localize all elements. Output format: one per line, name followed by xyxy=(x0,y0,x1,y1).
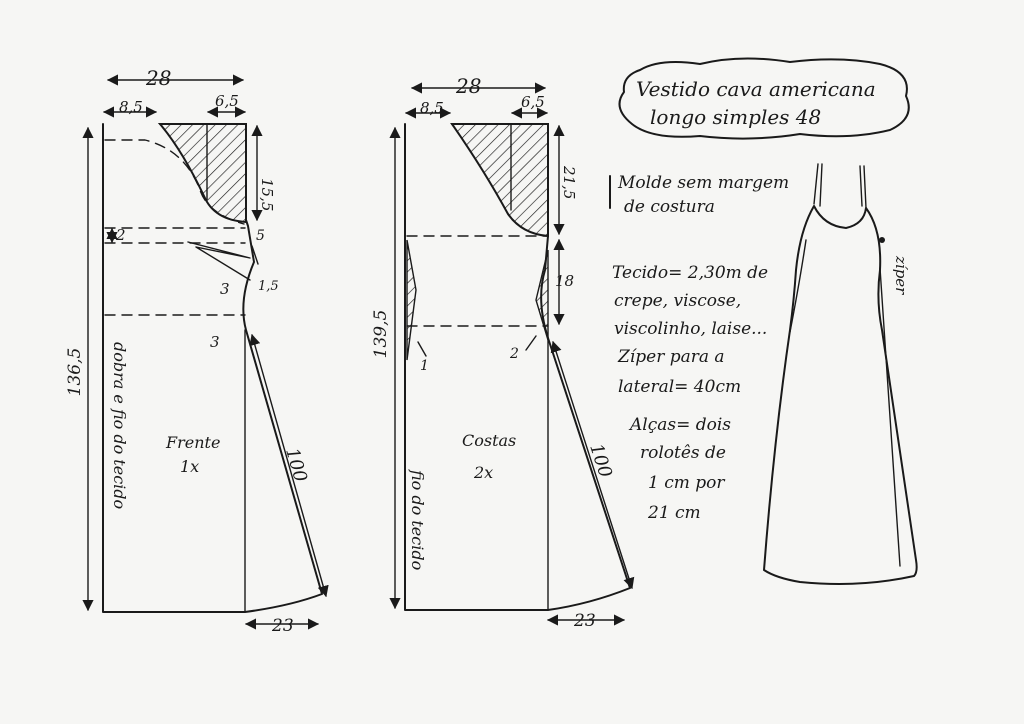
title-block: Vestido cava americana longo simples 48 xyxy=(618,57,910,140)
materials-line: crepe, viscose, xyxy=(614,291,741,311)
zipper-label: zíper xyxy=(892,255,910,295)
dress-straps xyxy=(813,163,867,209)
front-armhole-hatch xyxy=(157,123,247,224)
materials-list: Tecido= 2,30m de crepe, viscose, viscoli… xyxy=(612,263,768,523)
front-name-label: Frente xyxy=(165,433,220,452)
back-count-label: 2x xyxy=(473,463,493,482)
back-grain-note: fio do tecido xyxy=(408,469,427,570)
front-count-label: 1x xyxy=(180,457,199,476)
back-dart-right-label: 2 xyxy=(509,346,519,362)
back-side-arrow xyxy=(550,340,635,590)
back-side-length-label: 100 xyxy=(585,441,616,480)
materials-line: Tecido= 2,30m de xyxy=(612,263,768,283)
back-right-dart xyxy=(535,249,549,341)
front-neck-label: 8,5 xyxy=(119,98,143,116)
back-neck-label: 8,5 xyxy=(420,99,444,117)
back-dart-right-pointer xyxy=(525,335,537,351)
materials-line: 1 cm por xyxy=(648,473,725,493)
front-fold-note: dobra e fio do tecido xyxy=(110,342,129,509)
front-side-c-label: 3 xyxy=(220,280,230,298)
materials-line: viscolinho, laise... xyxy=(614,319,767,339)
title-cloud xyxy=(618,57,910,140)
front-outline xyxy=(102,123,323,613)
front-hem-label: 23 xyxy=(271,616,294,636)
back-hem-label: 23 xyxy=(573,611,596,631)
back-left-dart xyxy=(406,239,417,361)
title-line-1: Vestido cava americana xyxy=(636,77,876,101)
back-waist-label: 18 xyxy=(555,272,574,290)
front-side-b-label: 1,5 xyxy=(258,279,279,294)
back-dart-left-pointer xyxy=(417,341,427,357)
back-armhole-hatch xyxy=(450,123,549,238)
back-armhole-label: 21,5 xyxy=(560,165,578,199)
front-neck-dashed xyxy=(104,139,245,225)
back-dart-left-label: 1 xyxy=(420,358,429,374)
front-side-arrow xyxy=(249,333,329,598)
front-side-tick xyxy=(251,245,259,265)
front-side-length-label: 100 xyxy=(281,446,311,485)
dress-right-panel xyxy=(879,267,901,567)
materials-line: 21 cm xyxy=(647,503,701,523)
back-name-label: Costas xyxy=(462,431,516,450)
front-dart xyxy=(187,241,251,281)
title-line-2: longo simples 48 xyxy=(650,105,821,129)
front-bust-gap-label: 2 xyxy=(115,226,126,244)
materials-line: lateral= 40cm xyxy=(618,377,741,397)
back-piece: 28 8,5 6,5 21,5 18 1 2 139,5 100 23 Cost… xyxy=(371,74,635,631)
zipper-pull-icon xyxy=(879,237,885,243)
note-line-2: de costura xyxy=(624,197,715,217)
materials-line: rolotês de xyxy=(640,443,726,463)
note-line-1: Molde sem margem xyxy=(617,173,789,193)
dress-side-seam xyxy=(789,239,807,333)
front-side-a-label: 5 xyxy=(256,228,265,244)
back-length-label: 139,5 xyxy=(371,310,391,359)
front-piece: 28 8,5 6,5 15,5 2 5 1,5 3 3 136,5 100 23… xyxy=(65,66,329,636)
back-shoulder-label: 6,5 xyxy=(521,93,545,111)
note-block: Molde sem margem de costura xyxy=(609,173,789,217)
dress-illustration: zíper xyxy=(763,163,918,585)
front-side-d-label: 3 xyxy=(210,333,220,351)
front-width-label: 28 xyxy=(145,66,171,90)
front-length-label: 136,5 xyxy=(65,348,85,397)
front-armhole-label: 15,5 xyxy=(258,178,276,211)
back-width-label: 28 xyxy=(455,74,481,98)
materials-line: Alças= dois xyxy=(628,415,731,435)
front-shoulder-label: 6,5 xyxy=(215,92,239,110)
materials-line: Zíper para a xyxy=(617,347,725,367)
